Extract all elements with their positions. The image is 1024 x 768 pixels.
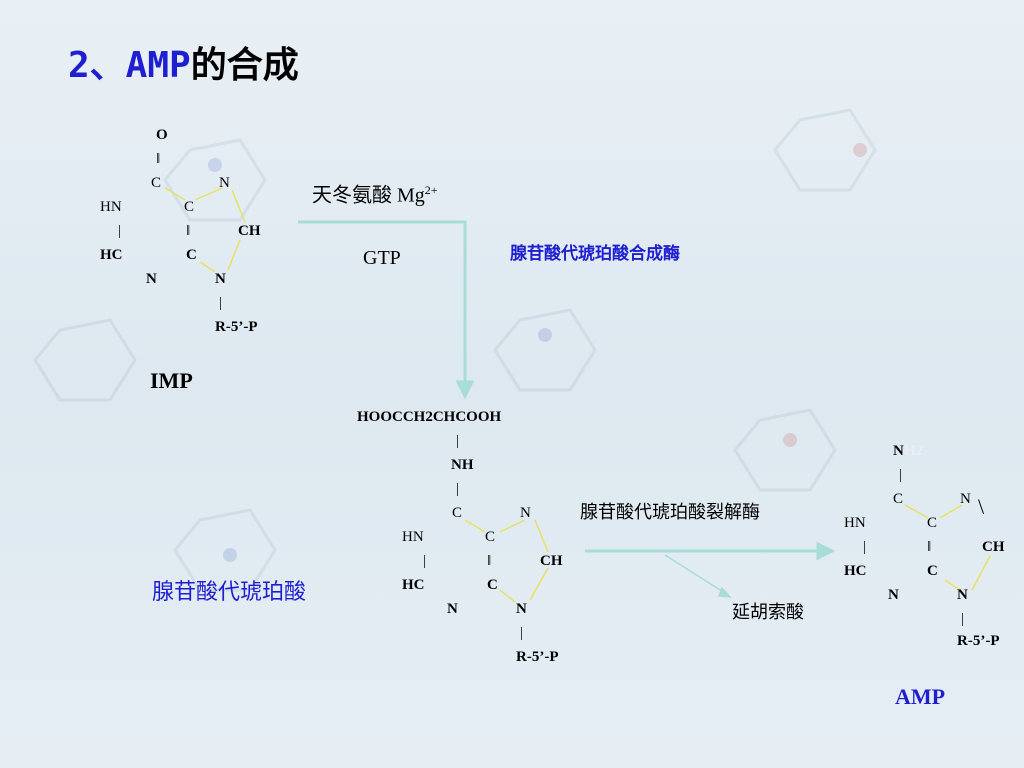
amp-bond-2: | <box>863 539 867 555</box>
byproduct-arrow-line <box>664 554 726 594</box>
imp-hn: HN <box>100 199 122 215</box>
arrow-1-line <box>298 220 467 385</box>
sampr-double-bond: ‖ <box>487 553 492 569</box>
sampr-n9: N <box>516 601 527 617</box>
sampr-n3: N <box>447 601 458 617</box>
enzyme-sampr-synthetase: 腺苷酸代琥珀酸合成酶 <box>510 244 680 264</box>
amp-n9: N <box>957 587 968 603</box>
ring-lines <box>164 187 991 603</box>
sampr-ribose-phosphate: R-5’-P <box>516 649 559 665</box>
amp-c1: C <box>893 491 904 507</box>
amp-c5: C <box>927 515 938 531</box>
sampr-bond-3: | <box>423 553 427 569</box>
sampr-nh: NH <box>451 457 474 473</box>
amp-double-bond: ‖ <box>927 539 932 555</box>
sampr-bond-1: | <box>456 433 460 449</box>
sampr-hn: HN <box>402 529 424 545</box>
amp-c4: C <box>927 563 938 579</box>
imp-label: IMP <box>150 368 193 393</box>
imp-ch: CH <box>238 223 261 239</box>
amp-hc: HC <box>844 563 867 579</box>
imp-n7: N <box>219 175 230 191</box>
imp-bond-1: | <box>118 223 122 239</box>
imp-double-bond-2: ‖ <box>186 223 191 239</box>
amp-ribose-phosphate: R-5’-P <box>957 633 1000 649</box>
imp-c4: C <box>186 247 197 263</box>
aspartate-mg-reagent: 天冬氨酸 Mg2+ <box>312 184 438 206</box>
amp-n3: N <box>888 587 899 603</box>
imp-n3: N <box>146 271 157 287</box>
amp-ch: CH <box>982 539 1005 555</box>
gtp-reagent: GTP <box>363 247 401 269</box>
amp-amino-n-letter: N <box>893 443 904 459</box>
sampr-side-chain: HOOCCH2CHCOOH <box>357 409 502 425</box>
byproduct-arrow-head <box>717 586 732 598</box>
sampr-c5: C <box>485 529 496 545</box>
amp-amino-h2: H2 <box>903 443 924 459</box>
fumarate-product: 延胡索酸 <box>732 602 804 623</box>
sampr-bond-2: | <box>456 481 460 497</box>
sampr-n7: N <box>520 505 531 521</box>
amp-n7-bond: \ <box>978 494 985 519</box>
sampr-c1: C <box>452 505 463 521</box>
sampr-ch: CH <box>540 553 563 569</box>
amp-label: AMP <box>895 684 946 709</box>
imp-c5: C <box>184 199 195 215</box>
imp-bond-2: | <box>219 295 223 311</box>
amp-amino-n: NH2 <box>893 444 923 459</box>
page-title: 2、AMP的合成 <box>68 48 299 84</box>
imp-ribose-phosphate: R-5’-P <box>215 319 258 335</box>
title-suffix: 的合成 <box>190 45 299 86</box>
mg-charge: 2+ <box>424 183 438 197</box>
reagent-text: 天冬氨酸 Mg <box>312 184 425 207</box>
sampr-c4: C <box>487 577 498 593</box>
title-prefix: 2、AMP <box>68 45 191 86</box>
arrow-2-head <box>816 541 836 561</box>
amp-hn: HN <box>844 515 866 531</box>
imp-double-bond: ‖ <box>156 151 161 167</box>
arrow-1-head <box>455 380 475 400</box>
imp-c1: C <box>151 175 162 191</box>
imp-n9: N <box>215 271 226 287</box>
amp-bond-1: | <box>899 467 903 483</box>
sampr-hc: HC <box>402 577 425 593</box>
amp-n7: N <box>960 491 971 507</box>
adenylosuccinate-label: 腺苷酸代琥珀酸 <box>152 580 307 605</box>
amp-bond-3: | <box>961 611 965 627</box>
imp-oxygen: O <box>156 127 168 143</box>
sampr-bond-4: | <box>520 625 524 641</box>
imp-hc: HC <box>100 247 123 263</box>
enzyme-adenylosuccinate-lyase: 腺苷酸代琥珀酸裂解酶 <box>580 502 760 523</box>
